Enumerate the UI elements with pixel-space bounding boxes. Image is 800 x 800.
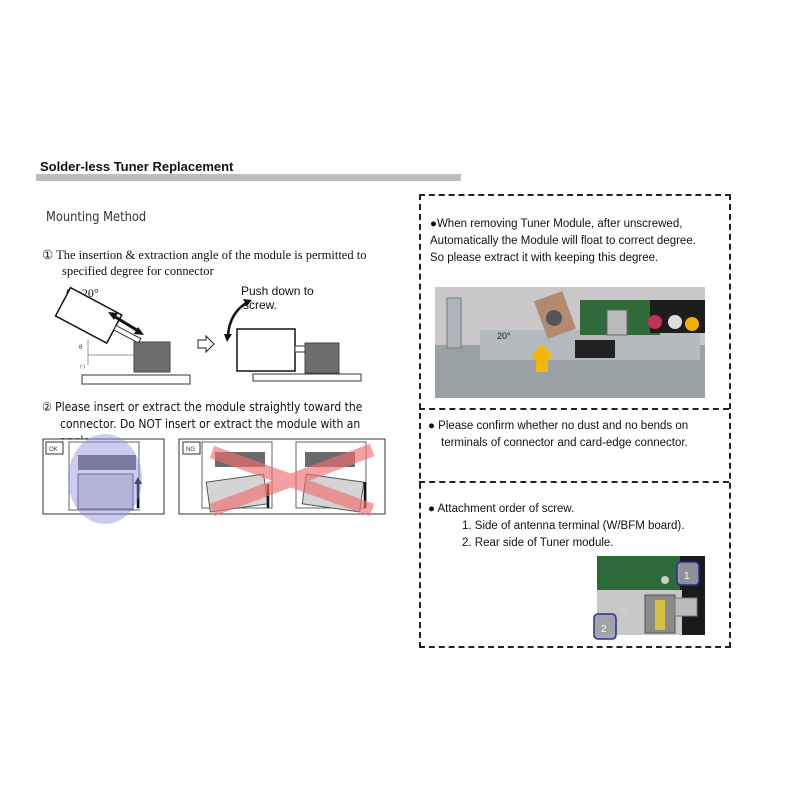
step1-line1: The insertion & extraction angle of the … (56, 248, 367, 262)
push-label-line1: Push down to (241, 284, 314, 298)
svg-text:(-): (-) (80, 364, 85, 370)
screw-order-item-2: 2. Rear side of Tuner module. (462, 537, 614, 549)
screw-order-item-1: 1. Side of antenna terminal (W/BFM board… (462, 520, 685, 532)
screw-order-note: ● Attachment order of screw. 1. Side of … (428, 501, 684, 552)
page-title: Solder-less Tuner Replacement (40, 159, 234, 174)
step1-number: ① (42, 248, 54, 262)
push-label-line2: screw. (243, 298, 278, 312)
svg-text:θ: θ (79, 345, 83, 351)
panel-divider-2 (419, 481, 729, 483)
step2-line2: connector. Do NOT insert or extract the … (60, 417, 361, 448)
angle-label: θ≒20° (66, 286, 99, 300)
bullet: ● (430, 218, 437, 230)
bullet: ● (428, 420, 435, 432)
step1-text: ① The insertion & extraction angle of th… (42, 247, 402, 279)
instructions-panel (419, 194, 731, 648)
removal-line2: Automatically the Module will float to c… (430, 235, 696, 247)
step2-number: ② (42, 400, 52, 414)
push-label: Push down to screw. (241, 284, 314, 312)
section-subtitle: Mounting Method (46, 210, 147, 225)
removal-line1: When removing Tuner Module, after unscre… (436, 218, 683, 230)
bullet: ● (428, 503, 435, 515)
step2-line1: Please insert or extract the module stra… (55, 400, 363, 414)
ng-cross (209, 443, 375, 517)
step1-line2: specified degree for connector (62, 264, 214, 278)
inspection-note: ● Please confirm whether no dust and no … (428, 418, 688, 452)
removal-note: ●When removing Tuner Module, after unscr… (430, 216, 696, 267)
screw-order-heading: Attachment order of screw. (437, 503, 575, 515)
panel-divider-1 (419, 408, 729, 410)
removal-line3: So please extract it with keeping this d… (430, 252, 659, 264)
angled-module-diagram: θ (-) (54, 286, 362, 385)
title-underline-bar (36, 174, 461, 181)
inspection-line1: Please confirm whether no dust and no be… (438, 420, 689, 432)
step2-text: ② Please insert or extract the module st… (42, 399, 384, 450)
inspection-line2: terminals of connector and card-edge con… (441, 437, 688, 449)
